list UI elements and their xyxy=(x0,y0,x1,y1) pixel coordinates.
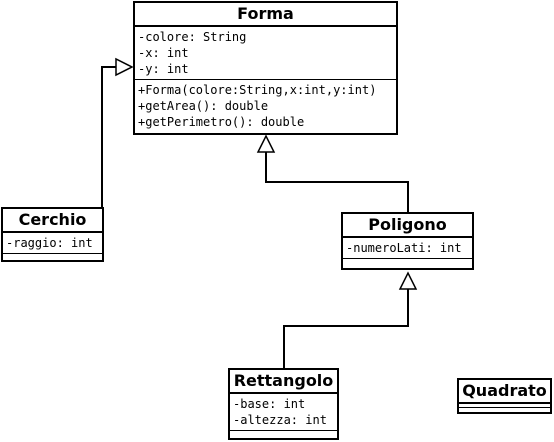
generalization-rettangolo-poligono xyxy=(283,289,409,368)
methods-rettangolo xyxy=(230,431,337,435)
generalization-cerchio-forma xyxy=(101,66,116,207)
generalization-arrowhead-poligono xyxy=(398,271,418,290)
class-name-forma: Forma xyxy=(135,3,396,27)
class-name-quadrato: Quadrato xyxy=(459,380,550,404)
attributes-poligono: -numeroLati: int xyxy=(343,238,472,259)
class-name-cerchio: Cerchio xyxy=(3,209,102,233)
methods-poligono xyxy=(343,259,472,263)
class-name-rettangolo: Rettangolo xyxy=(230,370,337,394)
attributes-rettangolo: -base: int -altezza: int xyxy=(230,394,337,431)
attribute: -base: int xyxy=(233,397,306,411)
attributes-cerchio: -raggio: int xyxy=(3,233,102,254)
generalization-arrowhead-forma-bottom xyxy=(256,134,276,153)
attribute: -colore: String xyxy=(138,30,247,44)
class-poligono[interactable]: Poligono -numeroLati: int xyxy=(341,212,474,270)
class-name-poligono: Poligono xyxy=(343,214,472,238)
class-rettangolo[interactable]: Rettangolo -base: int -altezza: int xyxy=(228,368,339,440)
class-forma[interactable]: Forma -colore: String -x: int -y: int +F… xyxy=(133,1,398,135)
generalization-arrowhead-forma-left xyxy=(115,57,134,77)
methods-quadrato xyxy=(459,408,550,412)
attribute: -raggio: int xyxy=(6,236,93,250)
attributes-forma: -colore: String -x: int -y: int xyxy=(135,27,396,80)
method: +getArea(): double xyxy=(138,99,269,113)
attribute: -y: int xyxy=(138,62,189,76)
generalization-poligono-forma xyxy=(265,152,409,212)
class-cerchio[interactable]: Cerchio -raggio: int xyxy=(1,207,104,262)
class-quadrato[interactable]: Quadrato xyxy=(457,378,552,414)
methods-forma: +Forma(colore:String,x:int,y:int) +getAr… xyxy=(135,80,396,132)
methods-cerchio xyxy=(3,254,102,258)
method: +Forma(colore:String,x:int,y:int) xyxy=(138,83,377,97)
attributes-quadrato xyxy=(459,404,550,408)
attribute: -numeroLati: int xyxy=(346,241,462,255)
attribute: -x: int xyxy=(138,46,189,60)
attribute: -altezza: int xyxy=(233,413,327,427)
method: +getPerimetro(): double xyxy=(138,115,305,129)
